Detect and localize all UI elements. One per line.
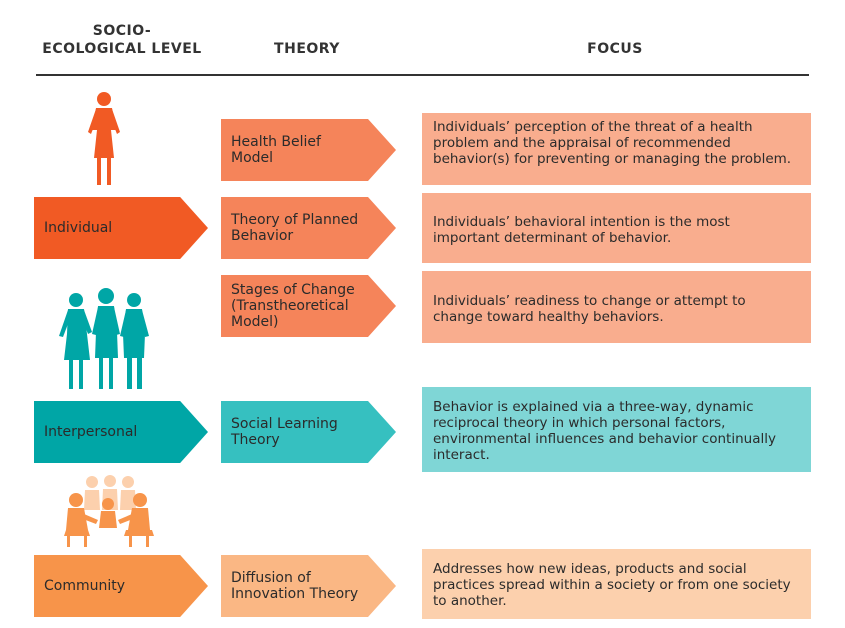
- header-socio-ecological-level: SOCIO- ECOLOGICAL LEVEL: [42, 23, 202, 57]
- level-community: Community: [34, 555, 208, 617]
- header-focus: FOCUS: [587, 41, 643, 57]
- theory-planned-behavior: Theory of Planned Behavior: [221, 197, 396, 259]
- theory-health-belief-model: Health Belief Model: [221, 119, 396, 181]
- focus-planned-behavior: Individuals’ behavioral intention is the…: [422, 193, 811, 263]
- level-individual: Individual: [34, 197, 208, 259]
- focus-health-belief-model: Individuals’ perception of the threat of…: [422, 113, 811, 185]
- focus-stages-of-change: Individuals’ readiness to change or atte…: [422, 271, 811, 343]
- group-icon: [59, 288, 149, 389]
- theory-social-learning: Social Learning Theory: [221, 401, 396, 463]
- focus-social-learning: Behavior is explained via a three-way, d…: [422, 387, 811, 472]
- person-icon: [88, 92, 120, 185]
- level-interpersonal: Interpersonal: [34, 401, 208, 463]
- header-theory: THEORY: [274, 41, 340, 57]
- theory-diffusion-of-innovation: Diffusion of Innovation Theory: [221, 555, 396, 617]
- community-meeting-icon: [64, 475, 154, 547]
- theory-stages-of-change: Stages of Change (Transtheoretical Model…: [221, 275, 396, 337]
- header-divider: [36, 74, 809, 76]
- focus-diffusion-of-innovation: Addresses how new ideas, products and so…: [422, 549, 811, 619]
